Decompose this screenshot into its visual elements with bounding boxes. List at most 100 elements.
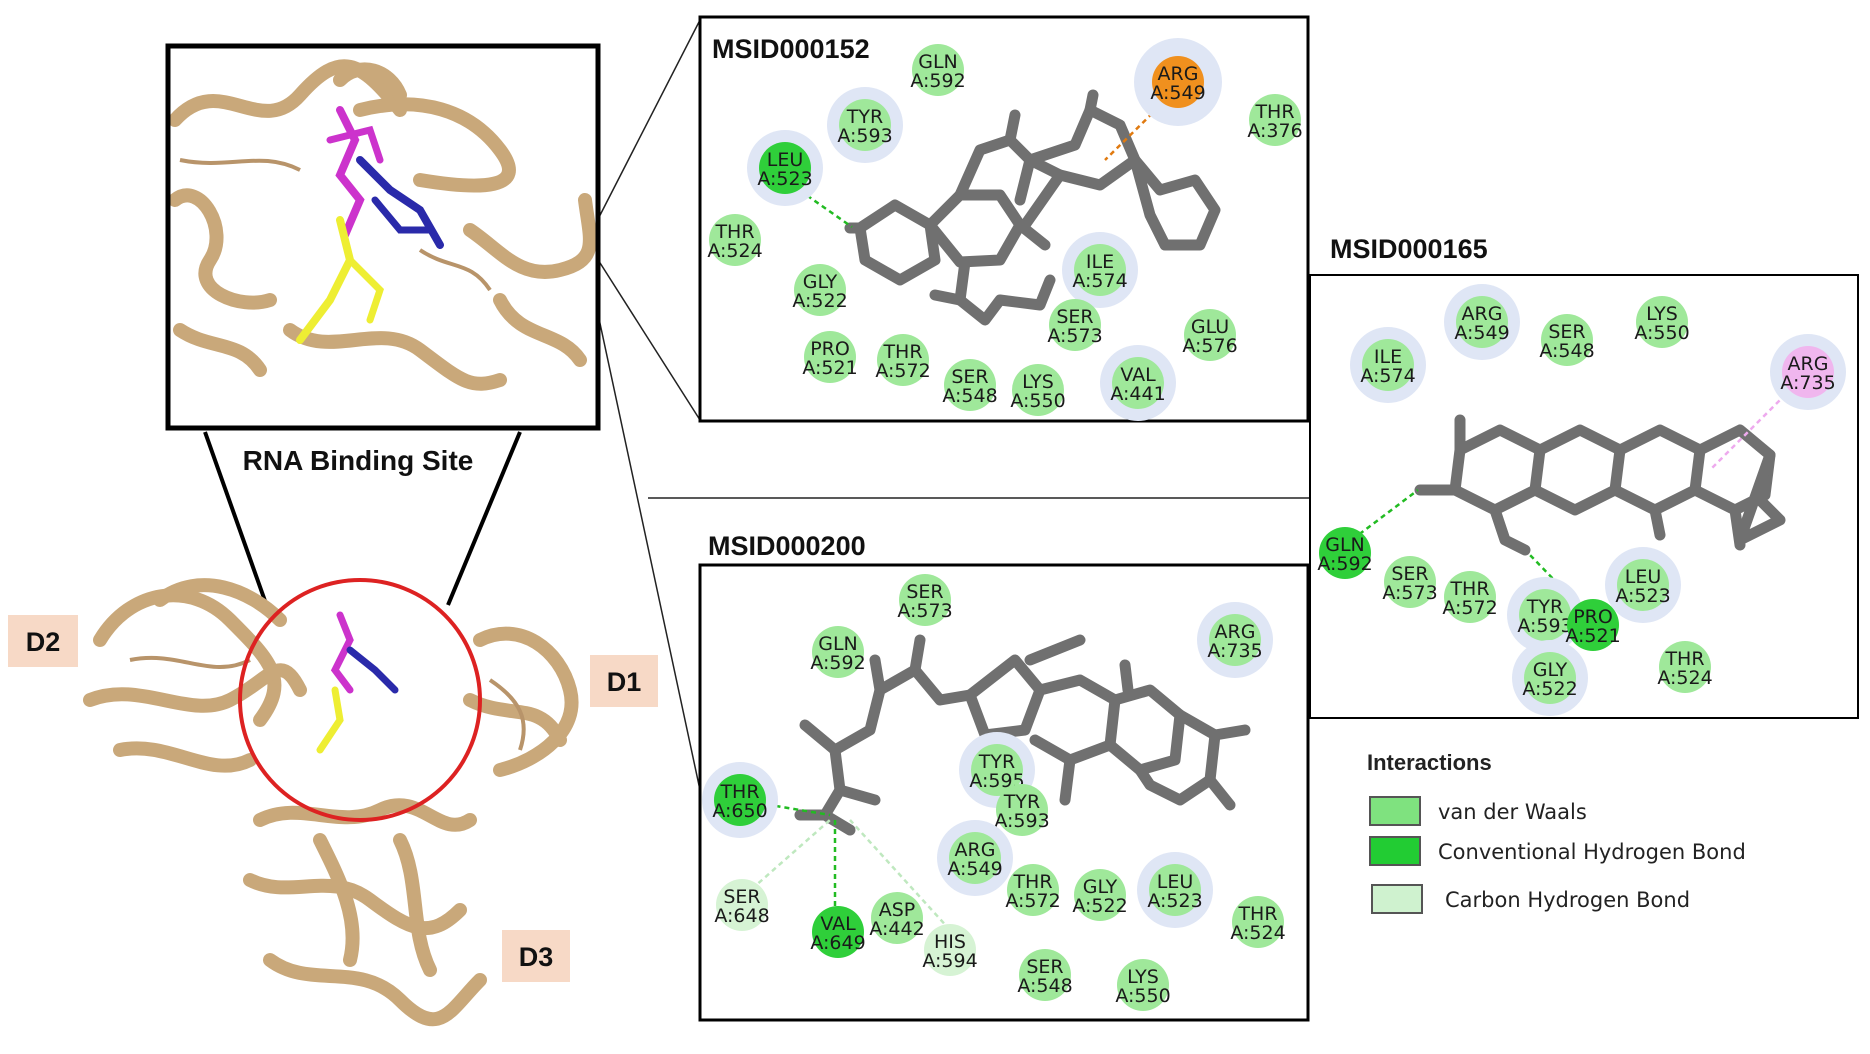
residue-position: A:523 bbox=[757, 168, 812, 190]
residue-name: GLY bbox=[1533, 659, 1568, 681]
legend-label-carbon-h: Carbon Hydrogen Bond bbox=[1445, 888, 1690, 912]
residue-disc bbox=[1152, 56, 1204, 108]
inset-ligands bbox=[296, 106, 444, 344]
residue-position: A:549 bbox=[1150, 82, 1205, 104]
connector-line-bottom bbox=[594, 299, 701, 791]
inset-ribbons bbox=[168, 59, 597, 391]
residue-position: A:572 bbox=[875, 360, 930, 382]
residue-disc bbox=[949, 832, 1001, 884]
residue-disc bbox=[924, 924, 976, 976]
residue-disc bbox=[1019, 949, 1071, 1001]
residue-disc bbox=[1074, 869, 1126, 921]
residue-name: GLN bbox=[1325, 534, 1365, 556]
residue-name: TYR bbox=[1526, 596, 1563, 618]
domain-badge-d2 bbox=[8, 615, 78, 667]
residue-position: A:735 bbox=[1780, 372, 1835, 394]
protein-ribbons bbox=[83, 578, 579, 1027]
residue-position: A:550 bbox=[1115, 985, 1170, 1007]
overview-ligands bbox=[316, 611, 399, 754]
residue-disc bbox=[794, 264, 846, 316]
residue-position: A:522 bbox=[792, 290, 847, 312]
residue-disc bbox=[812, 626, 864, 678]
residue-position: A:573 bbox=[1382, 582, 1437, 604]
residue-name: GLY bbox=[1083, 876, 1118, 898]
residue-name: THR bbox=[1664, 648, 1704, 670]
protein-overview: D2 D1 D3 bbox=[8, 578, 658, 1027]
residue-name: SER bbox=[951, 366, 988, 388]
residue-position: A:572 bbox=[1005, 890, 1060, 912]
residue-name: LYS bbox=[1127, 966, 1159, 988]
residue-name: ARG bbox=[1788, 353, 1829, 375]
panel-title: MSID000200 bbox=[708, 531, 866, 561]
legend-label-vdw: van der Waals bbox=[1438, 800, 1587, 824]
residue-name: SER bbox=[723, 886, 760, 908]
residue-position: A:441 bbox=[1110, 383, 1165, 405]
residue-group: SERA:573GLNA:592ARGA:735TYRA:595TYRA:593… bbox=[702, 574, 1286, 1011]
residue-position: A:572 bbox=[1442, 597, 1497, 619]
residue-name: SER bbox=[1026, 956, 1063, 978]
residue-position: A:592 bbox=[1317, 553, 1372, 575]
residue-position: A:548 bbox=[942, 385, 997, 407]
residue-name: GLN bbox=[918, 51, 958, 73]
residue-position: A:524 bbox=[1657, 667, 1712, 689]
ligand-structure bbox=[794, 634, 1251, 836]
panel-msid000200: MSID000200 SERA:573GLNA:592ARGA:735TYRA:… bbox=[698, 531, 1310, 1022]
panel-title: MSID000165 bbox=[1330, 234, 1488, 264]
zoom-line-left bbox=[203, 431, 272, 616]
residue-disc bbox=[1519, 589, 1571, 641]
residue-position: A:521 bbox=[802, 357, 857, 379]
residue-disc bbox=[1617, 559, 1669, 611]
domain-label-d1: D1 bbox=[607, 667, 642, 697]
residue-position: A:649 bbox=[810, 932, 865, 954]
domain-badge-d1 bbox=[590, 655, 658, 707]
residue-disc bbox=[1782, 346, 1834, 398]
residue-name: VAL bbox=[820, 913, 856, 935]
residue-disc bbox=[709, 214, 761, 266]
residue-position: A:522 bbox=[1522, 678, 1577, 700]
residue-position: A:594 bbox=[922, 950, 977, 972]
residue-position: A:593 bbox=[1517, 615, 1572, 637]
residue-position: A:442 bbox=[869, 918, 924, 940]
residue-disc bbox=[1209, 614, 1261, 666]
residue-name: THR bbox=[882, 341, 922, 363]
residue-position: A:573 bbox=[897, 600, 952, 622]
domain-label-d3: D3 bbox=[519, 942, 554, 972]
residue-position: A:521 bbox=[1565, 625, 1620, 647]
residue-name: PRO bbox=[1573, 606, 1613, 628]
residue-position: A:593 bbox=[994, 810, 1049, 832]
hbond-gln592 bbox=[1344, 489, 1419, 546]
residue-disc bbox=[812, 906, 864, 958]
residue-disc bbox=[1012, 364, 1064, 416]
residue-disc bbox=[714, 774, 766, 826]
connector-line-top-b bbox=[594, 254, 701, 421]
residue-name: ARG bbox=[955, 839, 996, 861]
zoom-line-right bbox=[446, 431, 522, 606]
residue-position: A:376 bbox=[1247, 120, 1302, 142]
residue-disc bbox=[1117, 959, 1169, 1011]
residue-position: A:549 bbox=[947, 858, 1002, 880]
residue-disc bbox=[1659, 641, 1711, 693]
residue-disc bbox=[1149, 864, 1201, 916]
residue-name: LEU bbox=[1157, 871, 1194, 893]
residue-name: THR bbox=[714, 221, 754, 243]
residue-disc bbox=[1541, 314, 1593, 366]
